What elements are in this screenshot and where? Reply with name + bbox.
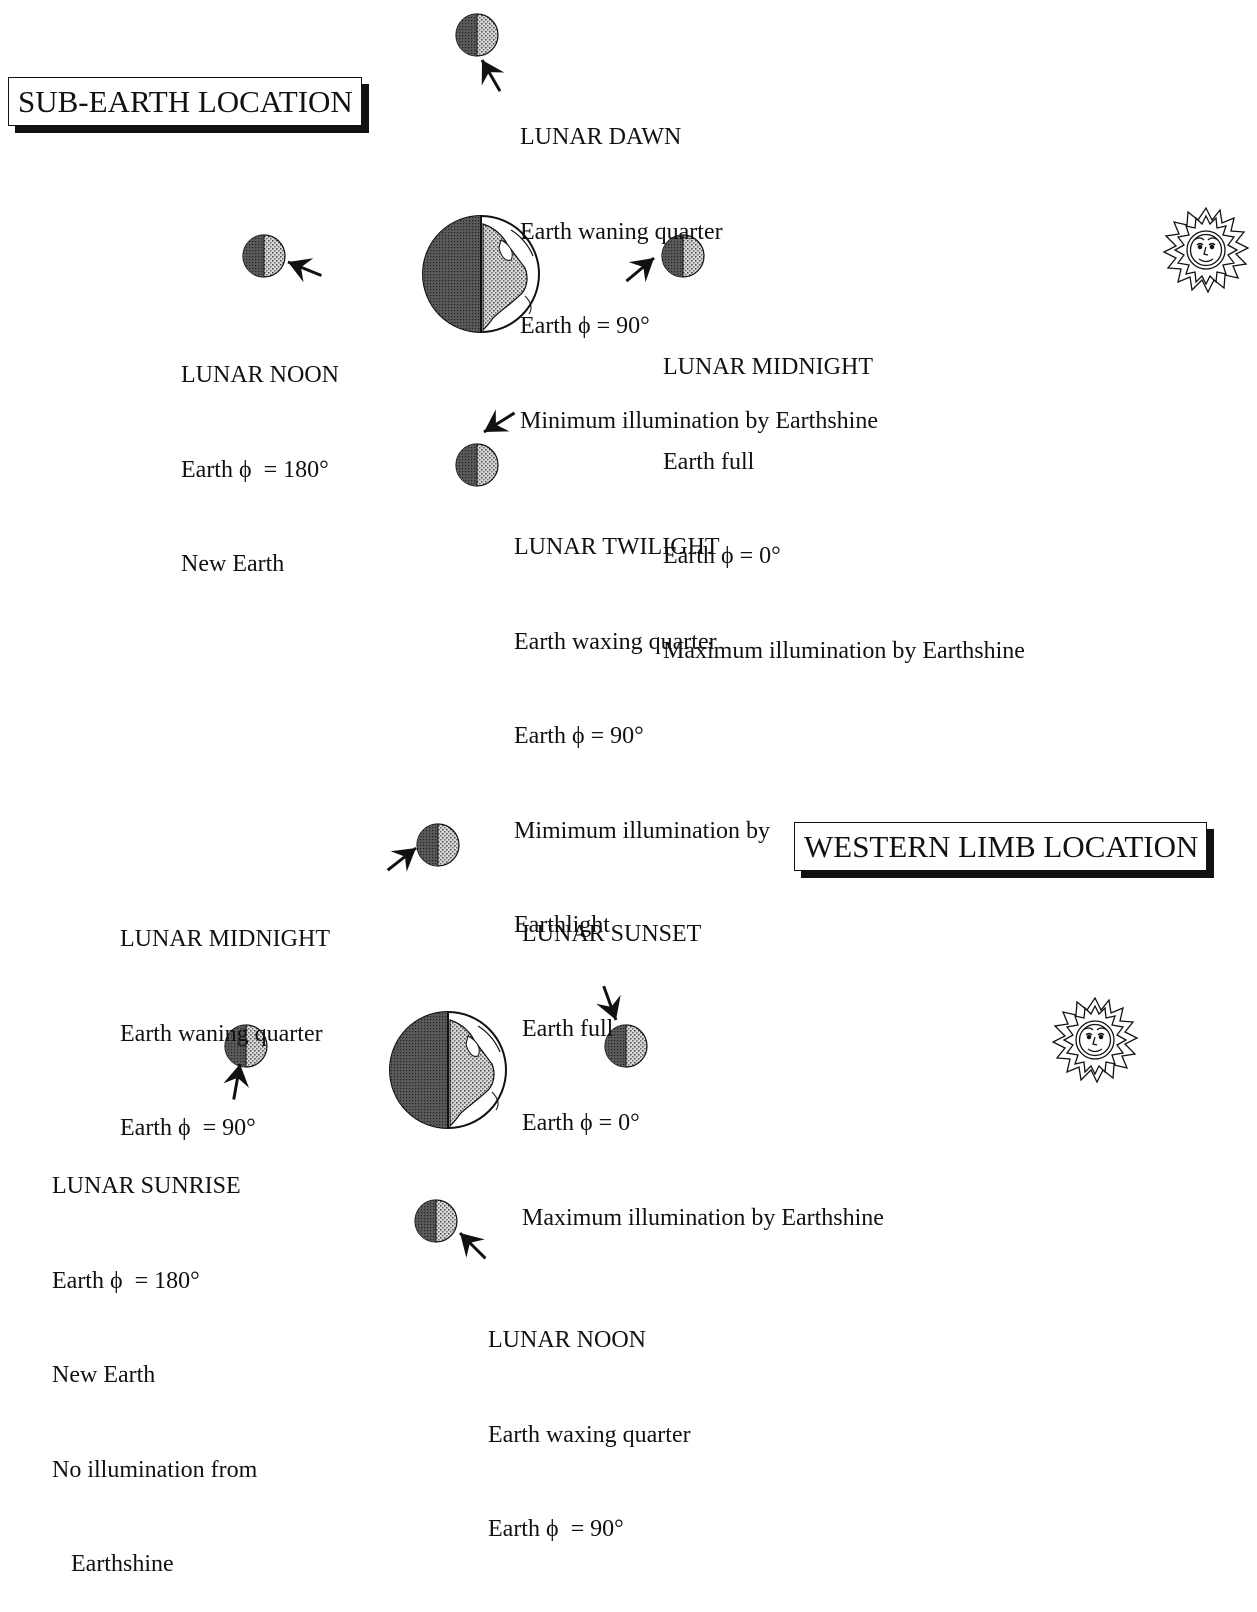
moon-phase-icon bbox=[414, 1199, 458, 1243]
lunar-noon-label: LUNAR NOON Earth ϕ = 180° New Earth bbox=[181, 362, 339, 577]
lunar-dawn-label: LUNAR DAWN Earth waning quarter Earth ϕ … bbox=[520, 124, 878, 434]
lunar-midnight-label: LUNAR MIDNIGHT Earth waning quarter Eart… bbox=[120, 926, 330, 1141]
sub-earth-title: SUB-EARTH LOCATION bbox=[8, 77, 362, 126]
lunar-noon-label: LUNAR NOON Earth waxing quarter Earth ϕ … bbox=[488, 1327, 691, 1542]
moon-phase-icon bbox=[455, 443, 499, 487]
lunar-midnight-label: LUNAR MIDNIGHT Earth full Earth ϕ = 0° M… bbox=[663, 354, 1025, 664]
western-limb-title: WESTERN LIMB LOCATION bbox=[794, 822, 1208, 871]
sun-face-icon bbox=[1163, 207, 1249, 293]
moon-phase-icon bbox=[416, 823, 460, 867]
arrow-icon bbox=[475, 400, 523, 445]
sun-face-icon bbox=[1052, 997, 1138, 1083]
arrow-icon bbox=[469, 52, 513, 100]
lunar-sunset-label: LUNAR SUNSET Earth full Earth ϕ = 0° Max… bbox=[522, 921, 884, 1231]
arrow-icon bbox=[281, 248, 328, 290]
lunar-twilight-label: LUNAR TWILIGHT Earth waxing quarter Eart… bbox=[514, 534, 771, 938]
moon-phase-icon bbox=[455, 13, 499, 57]
earth-globe-icon bbox=[389, 1011, 507, 1129]
moon-phase-icon bbox=[242, 234, 286, 278]
lunar-sunrise-label: LUNAR SUNRISE Earth ϕ = 180° New Earth N… bbox=[52, 1173, 258, 1577]
